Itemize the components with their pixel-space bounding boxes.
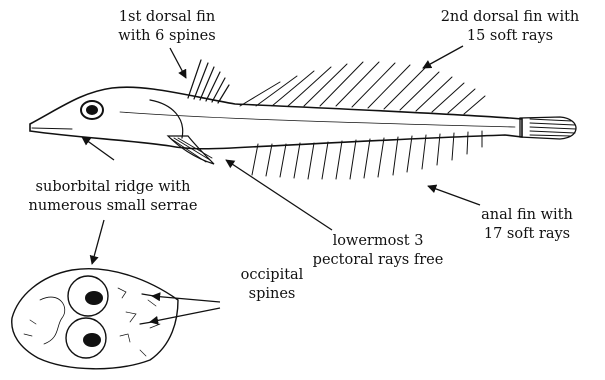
label-suborbital-line2: numerous small serrae	[2, 197, 224, 216]
label-second-dorsal-line1: 2nd dorsal fin with	[425, 8, 595, 27]
pectoral-fin	[168, 136, 214, 164]
label-occipital-line1: occipital	[222, 266, 322, 285]
right-eye	[83, 333, 101, 347]
arrow-second-dorsal	[423, 46, 463, 68]
label-pectoral-line1: lowermost 3	[298, 232, 458, 251]
label-anal-fin: anal fin with 17 soft rays	[462, 206, 592, 244]
label-second-dorsal-fin: 2nd dorsal fin with 15 soft rays	[425, 8, 595, 46]
arrow-head-view	[92, 220, 104, 264]
left-eye	[85, 291, 103, 305]
label-second-dorsal-line2: 15 soft rays	[425, 27, 595, 46]
label-anal-line1: anal fin with	[462, 206, 592, 225]
head-outline	[12, 269, 178, 369]
label-occipital-spines: occipital spines	[222, 266, 322, 304]
label-pectoral-line2: pectoral rays free	[298, 251, 458, 270]
fish-lateral-view	[30, 60, 576, 179]
fish-body-outline	[30, 87, 522, 149]
label-first-dorsal-fin: 1st dorsal fin with 6 spines	[112, 8, 222, 46]
pectoral-free-rays	[170, 138, 212, 162]
pupil	[86, 105, 98, 115]
label-suborbital-line1: suborbital ridge with	[2, 178, 224, 197]
caudal-fin-rays	[530, 119, 576, 136]
arrow-anal	[428, 186, 480, 205]
mouth-line	[32, 128, 72, 129]
label-anal-line2: 17 soft rays	[462, 225, 592, 244]
arrow-suborbital	[82, 137, 114, 160]
label-first-dorsal-line1: 1st dorsal fin	[112, 8, 222, 27]
label-pectoral-rays: lowermost 3 pectoral rays free	[298, 232, 458, 270]
arrow-occipital-upper	[152, 296, 220, 302]
label-suborbital-ridge: suborbital ridge with numerous small ser…	[2, 178, 224, 216]
arrow-occipital-lower	[150, 308, 220, 322]
head-dorsal-view	[12, 269, 178, 369]
arrow-first-dorsal	[170, 48, 186, 78]
arrow-pectoral	[226, 160, 332, 230]
anal-fin	[252, 131, 482, 179]
label-occipital-line2: spines	[222, 285, 322, 304]
label-first-dorsal-line2: with 6 spines	[112, 27, 222, 46]
gill-cover	[150, 100, 183, 138]
head-ridge	[40, 297, 65, 344]
